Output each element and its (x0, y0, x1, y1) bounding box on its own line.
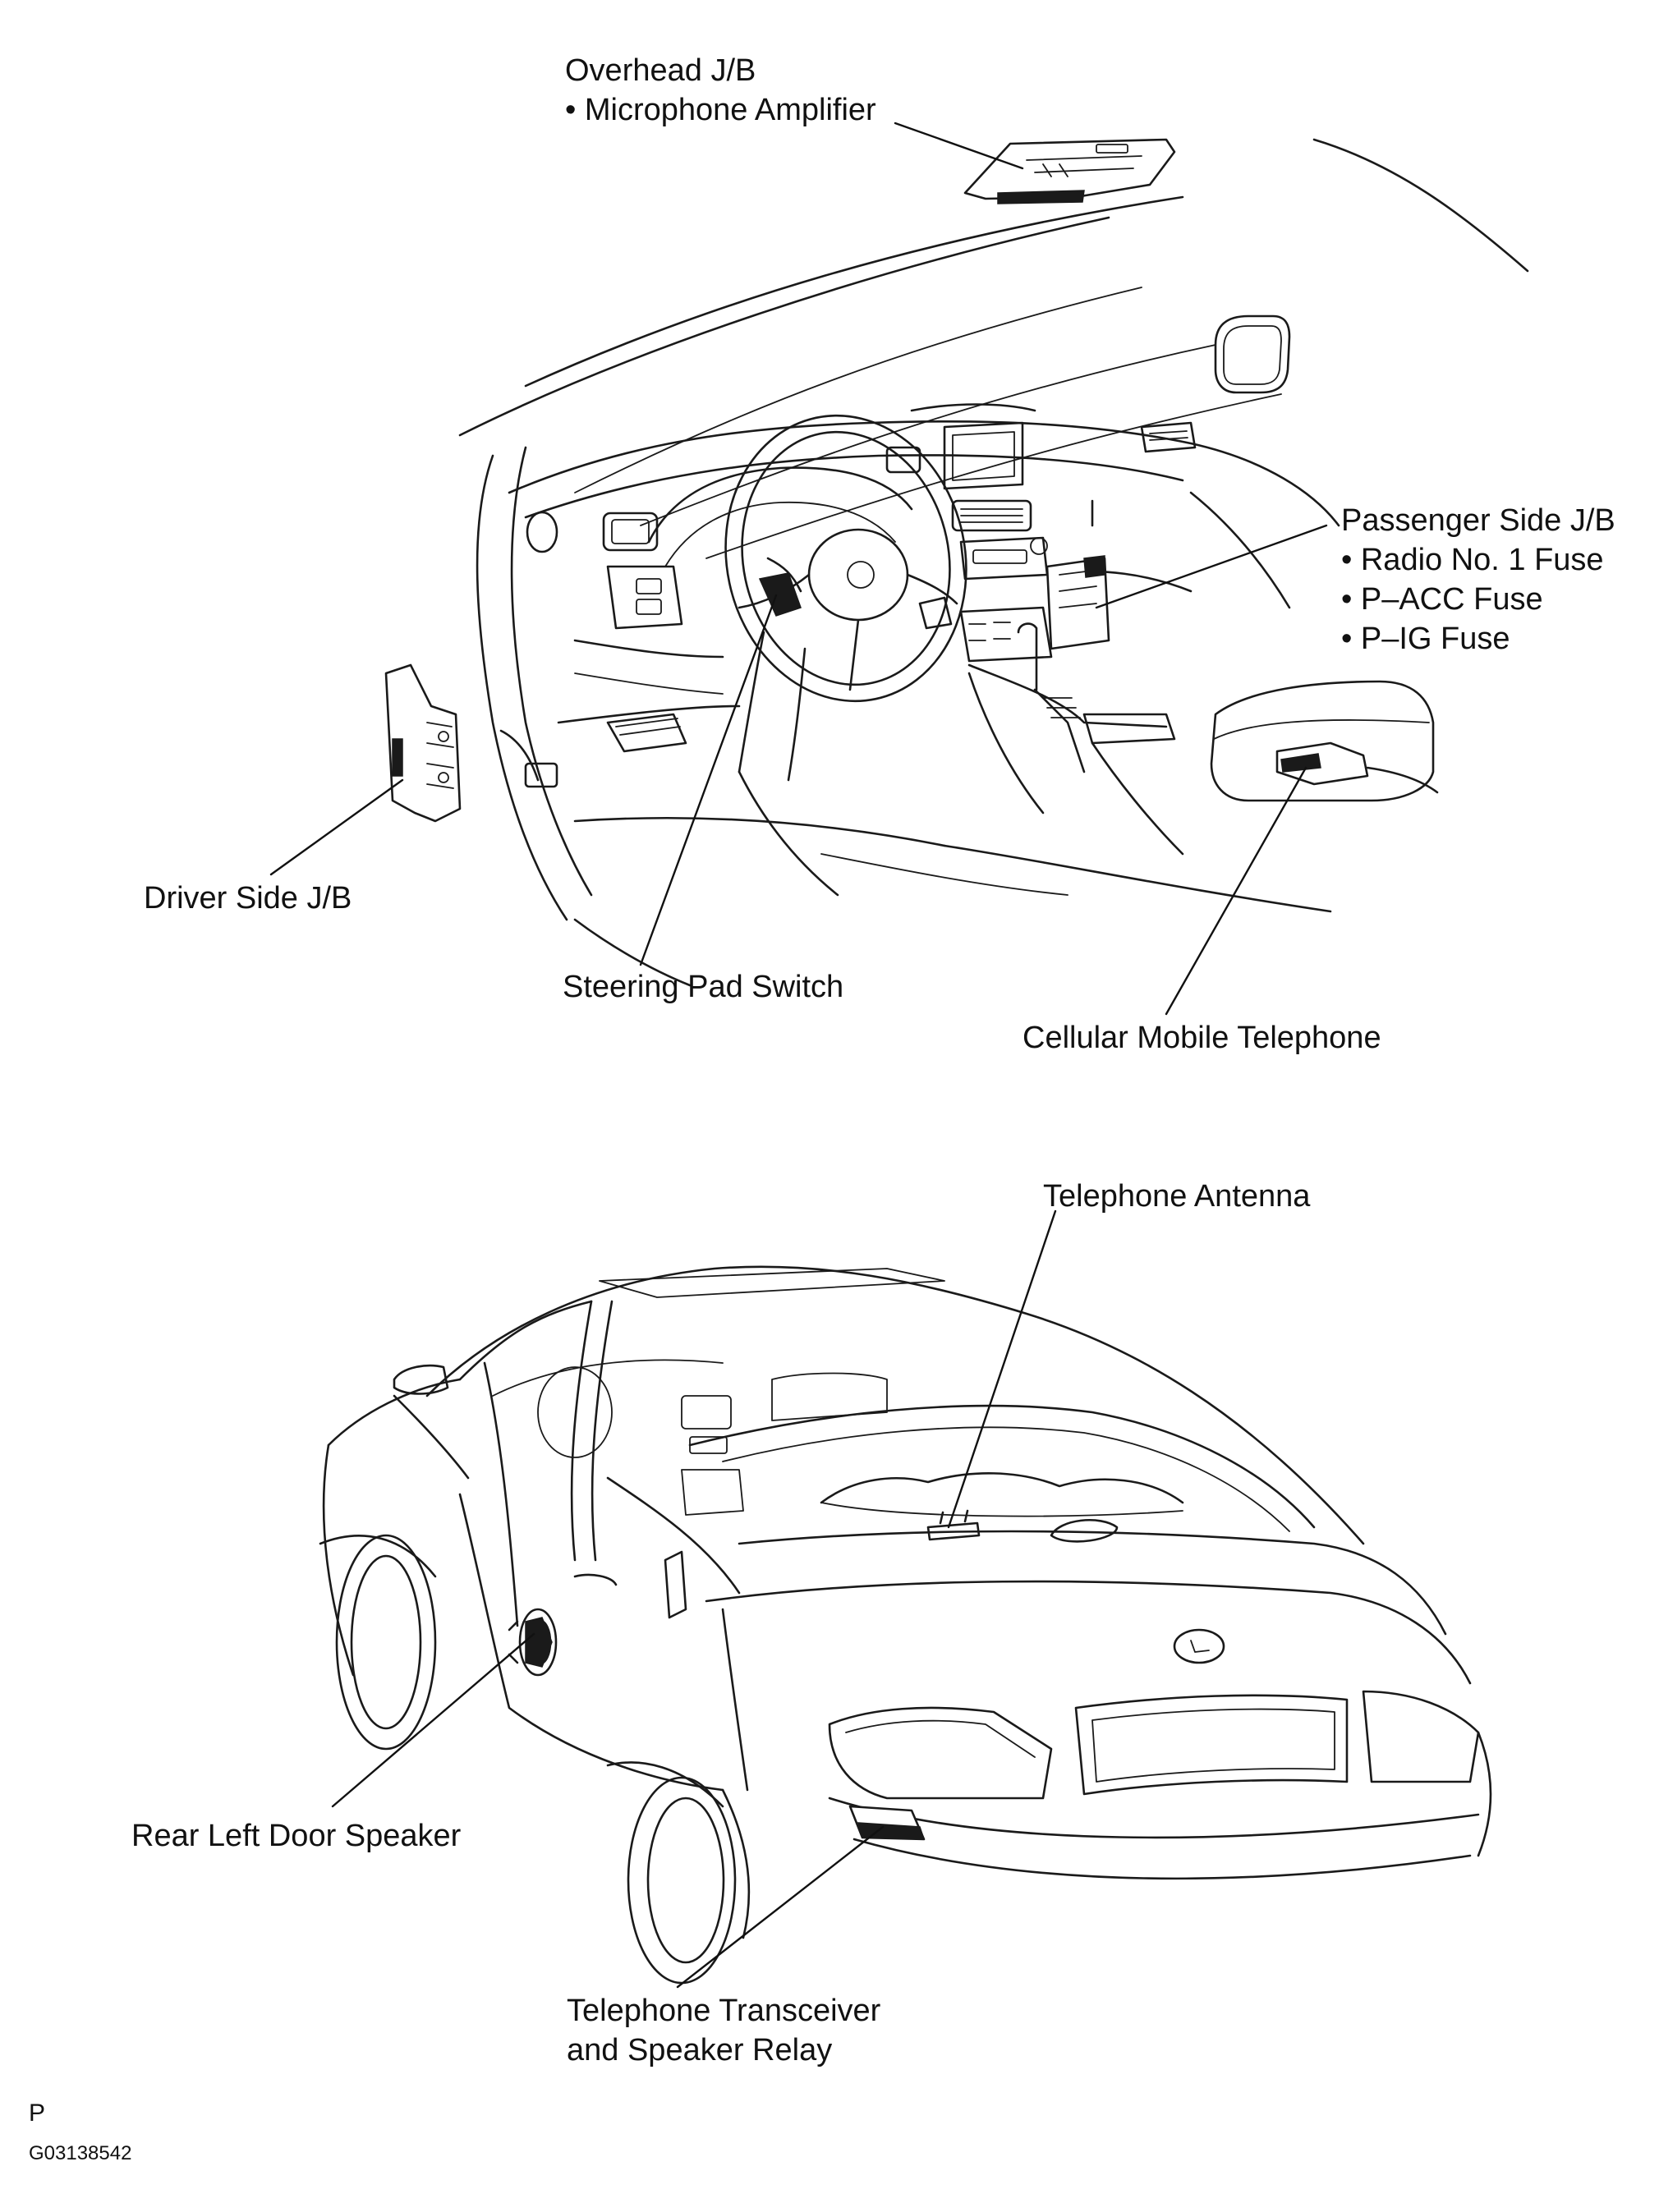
label-rear-left-door-speaker: Rear Left Door Speaker (131, 1819, 462, 1853)
page-mark: P (29, 2100, 46, 2127)
label-telephone-transceiver-line2: and Speaker Relay (567, 2033, 833, 2067)
exterior-view-drawing (319, 1265, 1492, 1985)
label-telephone-transceiver-line1: Telephone Transceiver (567, 1994, 881, 2028)
label-steering-pad-switch: Steering Pad Switch (563, 970, 844, 1004)
label-passenger-side-jb-item: • P–IG Fuse (1341, 622, 1510, 656)
label-passenger-side-jb: Passenger Side J/B • Radio No. 1 Fuse • … (1341, 501, 1615, 659)
leader-driver-side-jb (269, 778, 404, 876)
label-driver-side-jb: Driver Side J/B (144, 881, 352, 916)
label-overhead-jb-title: Overhead J/B (565, 53, 756, 88)
label-telephone-transceiver: Telephone Transceiver and Speaker Relay (567, 1991, 880, 2070)
label-overhead-jb: Overhead J/B • Microphone Amplifier (565, 51, 876, 130)
leader-telephone-transceiver (676, 1825, 885, 1989)
label-cellular-mobile-telephone: Cellular Mobile Telephone (1023, 1021, 1381, 1055)
interior-view-drawing (384, 138, 1529, 987)
leader-cellular-mobile-telephone (1165, 766, 1307, 1016)
leader-steering-pad-switch (639, 594, 778, 966)
label-passenger-side-jb-title: Passenger Side J/B (1341, 503, 1615, 538)
leader-telephone-antenna (947, 1209, 1057, 1529)
figure-code: G03138542 (29, 2142, 132, 2164)
label-overhead-jb-item: • Microphone Amplifier (565, 93, 876, 127)
leader-overhead-jb (894, 122, 1024, 170)
leader-passenger-side-jb (1095, 524, 1328, 609)
leader-lines (269, 122, 1328, 1989)
label-passenger-side-jb-item: • P–ACC Fuse (1341, 582, 1543, 617)
label-telephone-antenna: Telephone Antenna (1043, 1179, 1311, 1214)
label-passenger-side-jb-item: • Radio No. 1 Fuse (1341, 543, 1604, 577)
leader-rear-left-door-speaker (331, 1632, 535, 1808)
